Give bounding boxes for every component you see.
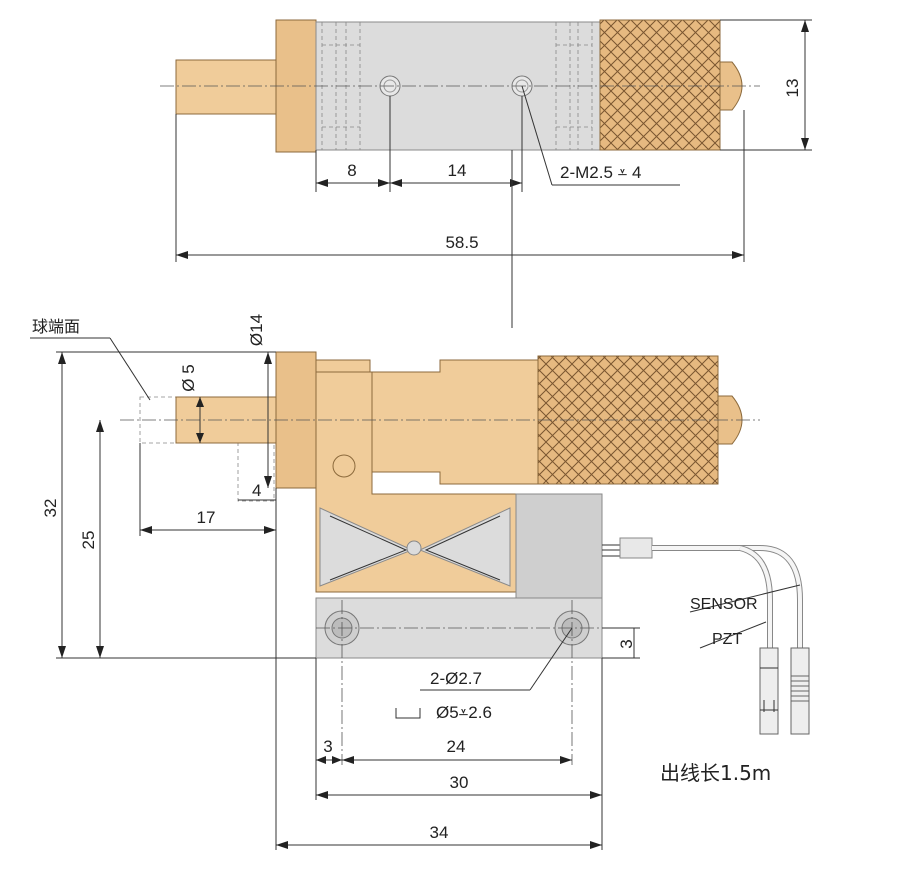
dim-32: 32 (41, 499, 60, 518)
dim-17: 17 (197, 508, 216, 527)
dim-14: 14 (448, 161, 467, 180)
dim-58-5: 58.5 (445, 233, 478, 252)
dim-24: 24 (447, 737, 466, 756)
front-view: SENSOR PZT 出线长1.5m 球端面 Ø14 Ø 5 4 17 32 2… (30, 314, 810, 850)
pzt-connector (759, 647, 779, 735)
hole-note-1: 2-Ø2.7 (430, 669, 482, 688)
dim-phi5: Ø 5 (179, 364, 198, 391)
hole-note-2: Ø5⩡2.6 (436, 703, 492, 722)
ball-end-label: 球端面 (32, 317, 80, 336)
top-knurl-knob (599, 19, 721, 151)
pzt-label: PZT (712, 631, 742, 648)
dim-4: 4 (252, 481, 261, 500)
top-shaft (175, 59, 277, 115)
dim-25: 25 (79, 531, 98, 550)
dim-8: 8 (347, 161, 356, 180)
front-stator (515, 493, 603, 599)
dim-30: 30 (450, 773, 469, 792)
dim-phi14: Ø14 (247, 314, 266, 346)
dim-13: 13 (783, 79, 802, 98)
sensor-label: SENSOR (690, 596, 758, 613)
dim-3-right: 3 (617, 639, 636, 648)
top-view: 13 8 14 2-M2.5 ⩡ 4 58.5 (160, 19, 812, 262)
dim-3-left: 3 (323, 737, 332, 756)
dim-34: 34 (430, 823, 449, 842)
thread-note: 2-M2.5 ⩡ 4 (560, 163, 641, 182)
cable-length: 出线长1.5m (660, 761, 771, 785)
